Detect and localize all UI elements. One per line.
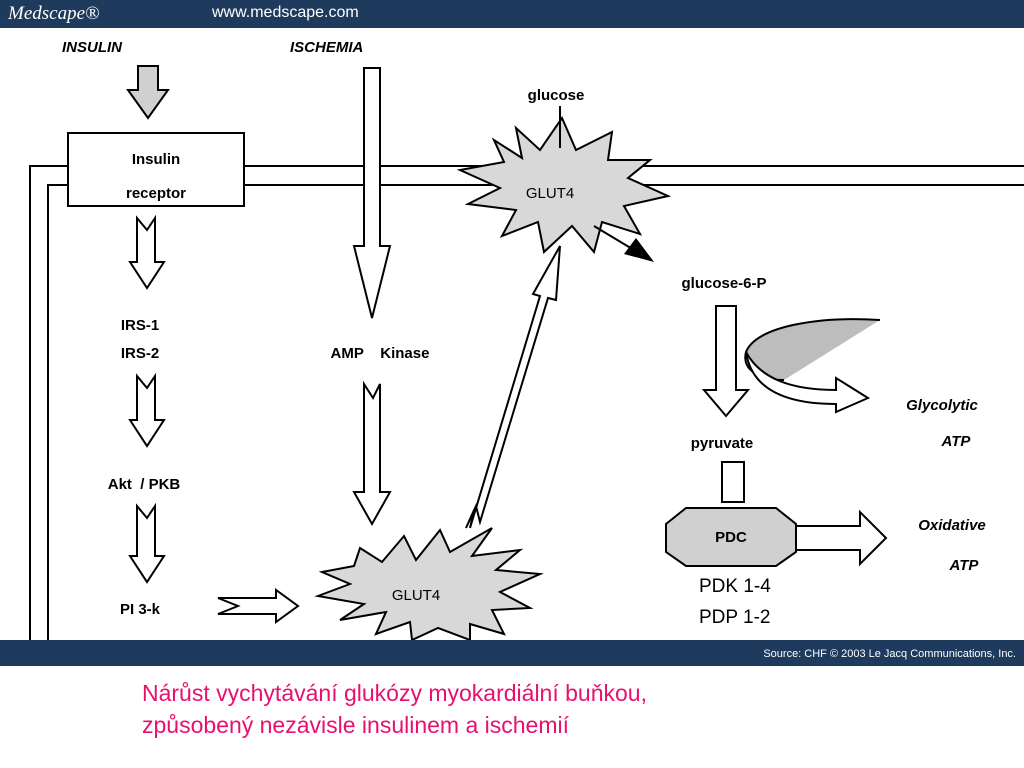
glut4-top-label: GLUT4 bbox=[526, 185, 574, 202]
glut4-bottom-label: GLUT4 bbox=[392, 587, 440, 604]
pdp-label: PDP 1-2 bbox=[699, 607, 770, 628]
glut4-translocation-arrow bbox=[465, 245, 561, 529]
oxidative-label: Oxidative bbox=[918, 517, 986, 534]
akt-label: Akt / PKB bbox=[108, 476, 181, 493]
header-bar: Medscape® www.medscape.com bbox=[0, 0, 1024, 28]
amp-kinase-label: AMP Kinase bbox=[331, 345, 430, 362]
irs1-label: IRS-1 bbox=[121, 317, 159, 334]
glucose-6p-label: glucose-6-P bbox=[681, 275, 766, 292]
glut4-top-star bbox=[456, 115, 672, 255]
brand-logo: Medscape® bbox=[8, 3, 100, 24]
glycolytic-curve bbox=[744, 318, 881, 381]
glycolytic-label: Glycolytic bbox=[906, 397, 978, 414]
pdc-label: PDC bbox=[715, 529, 747, 546]
pi3k-label: PI 3-k bbox=[120, 601, 161, 618]
glycolytic-atp-label: ATP bbox=[941, 433, 972, 450]
insulin-pathway-arrows bbox=[128, 214, 166, 584]
insulin-arrow bbox=[126, 65, 170, 120]
ischemia-arrow bbox=[352, 67, 392, 319]
pdc-to-oxidative-arrow bbox=[795, 509, 888, 567]
receptor-label-1: Insulin bbox=[132, 151, 180, 168]
g6p-to-pyruvate-arrow bbox=[701, 305, 751, 418]
footer-bar: Source: CHF © 2003 Le Jacq Communication… bbox=[0, 640, 1024, 666]
pyruvate-to-pdc-connector bbox=[721, 461, 745, 503]
caption-line-2: způsobený nezávisle insulinem a ischemií bbox=[142, 712, 569, 738]
pdc-shape bbox=[665, 507, 797, 567]
receptor-label-2: receptor bbox=[126, 185, 186, 202]
cell-membrane bbox=[29, 165, 1024, 640]
pdk-label: PDK 1-4 bbox=[699, 576, 771, 597]
glycolytic-arrow bbox=[745, 351, 871, 414]
caption-line-1: Nárůst vychytávání glukózy myokardiální … bbox=[142, 680, 647, 706]
ischemia-label: ISCHEMIA bbox=[290, 39, 363, 56]
source-credit: Source: CHF © 2003 Le Jacq Communication… bbox=[763, 648, 1016, 660]
irs2-label: IRS-2 bbox=[121, 345, 159, 362]
amp-kinase-arrow bbox=[352, 380, 392, 527]
glut4-to-g6p-arrow bbox=[593, 225, 654, 262]
insulin-receptor-box bbox=[67, 132, 245, 207]
header-url: www.medscape.com bbox=[212, 4, 359, 21]
pyruvate-label: pyruvate bbox=[691, 435, 754, 452]
pathway-diagram: INSULIN ISCHEMIA Insulin receptor IRS-1 … bbox=[29, 39, 1024, 640]
glucose-label: glucose bbox=[528, 87, 585, 104]
pi3k-arrow bbox=[217, 588, 300, 624]
oxidative-atp-label: ATP bbox=[949, 557, 980, 574]
glut4-bottom-star bbox=[314, 527, 544, 640]
insulin-label: INSULIN bbox=[62, 39, 123, 56]
